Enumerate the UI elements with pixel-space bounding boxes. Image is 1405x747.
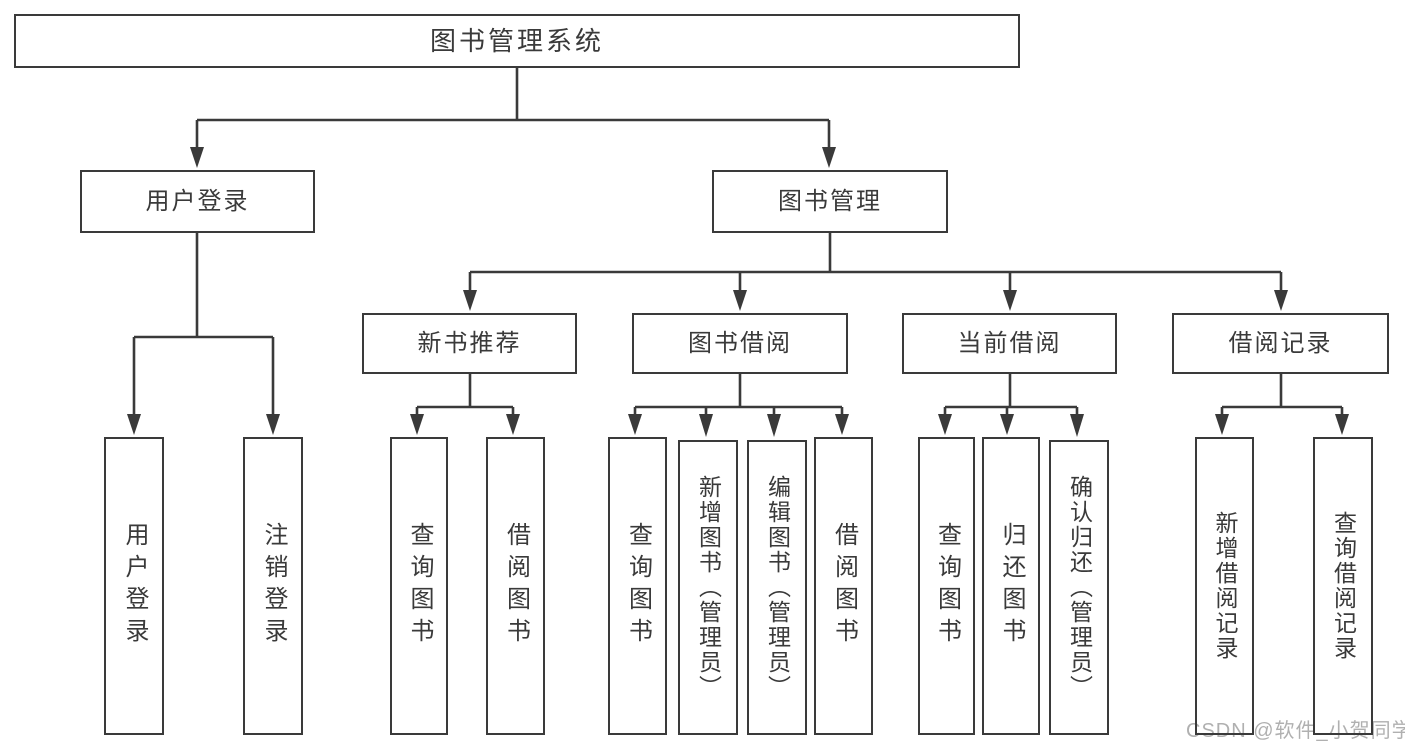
leaf-borrow-query-books-label: 查询图书 bbox=[624, 522, 652, 650]
leaf-records-add-record-label: 新增借阅记录 bbox=[1212, 511, 1238, 661]
leaf-logout-label: 注销登录 bbox=[260, 522, 287, 650]
csdn-watermark: CSDN @软件_小贺同学 bbox=[1186, 720, 1405, 742]
node-borrowing-records-label: 借阅记录 bbox=[1228, 329, 1333, 357]
node-root: 图书管理系统 bbox=[14, 14, 1020, 68]
node-book-management: 图书管理 bbox=[712, 170, 948, 233]
node-root-label: 图书管理系统 bbox=[429, 26, 604, 56]
node-borrowing-records: 借阅记录 bbox=[1172, 313, 1389, 374]
leaf-borrow-borrow-books-label: 借阅图书 bbox=[830, 522, 858, 650]
leaf-recommend-query-books: 查询图书 bbox=[390, 437, 448, 735]
node-new-book-recommend: 新书推荐 bbox=[362, 313, 577, 374]
leaf-current-query-books-label: 查询图书 bbox=[933, 522, 961, 650]
leaf-records-add-record: 新增借阅记录 bbox=[1195, 437, 1254, 735]
leaf-recommend-borrow-books: 借阅图书 bbox=[486, 437, 545, 735]
leaf-records-query-record: 查询借阅记录 bbox=[1313, 437, 1373, 735]
node-current-borrowing: 当前借阅 bbox=[902, 313, 1117, 374]
leaf-borrow-add-books-admin-label: 新增图书（管理员） bbox=[695, 475, 722, 700]
leaf-logout: 注销登录 bbox=[243, 437, 303, 735]
leaf-current-confirm-return-admin-label: 确认归还（管理员） bbox=[1066, 475, 1093, 700]
leaf-current-return-books: 归还图书 bbox=[982, 437, 1040, 735]
leaf-recommend-borrow-books-label: 借阅图书 bbox=[502, 522, 530, 650]
node-new-book-recommend-label: 新书推荐 bbox=[417, 329, 522, 357]
leaf-borrow-borrow-books: 借阅图书 bbox=[814, 437, 873, 735]
node-user-login: 用户登录 bbox=[80, 170, 315, 233]
leaf-borrow-edit-books-admin-label: 编辑图书（管理员） bbox=[764, 475, 791, 700]
node-book-management-label: 图书管理 bbox=[778, 187, 882, 215]
leaf-current-query-books: 查询图书 bbox=[918, 437, 975, 735]
leaf-borrow-edit-books-admin: 编辑图书（管理员） bbox=[747, 440, 807, 735]
leaf-borrow-query-books: 查询图书 bbox=[608, 437, 667, 735]
leaf-current-return-books-label: 归还图书 bbox=[998, 522, 1025, 650]
node-user-login-label: 用户登录 bbox=[145, 187, 250, 215]
leaf-borrow-add-books-admin: 新增图书（管理员） bbox=[678, 440, 738, 735]
leaf-login-label: 用户登录 bbox=[121, 522, 148, 650]
node-book-borrowing: 图书借阅 bbox=[632, 313, 848, 374]
leaf-login: 用户登录 bbox=[104, 437, 164, 735]
leaf-records-query-record-label: 查询借阅记录 bbox=[1330, 511, 1357, 661]
node-book-borrowing-label: 图书借阅 bbox=[688, 329, 792, 357]
leaf-recommend-query-books-label: 查询图书 bbox=[406, 522, 433, 650]
leaf-current-confirm-return-admin: 确认归还（管理员） bbox=[1049, 440, 1109, 735]
node-current-borrowing-label: 当前借阅 bbox=[957, 329, 1062, 357]
